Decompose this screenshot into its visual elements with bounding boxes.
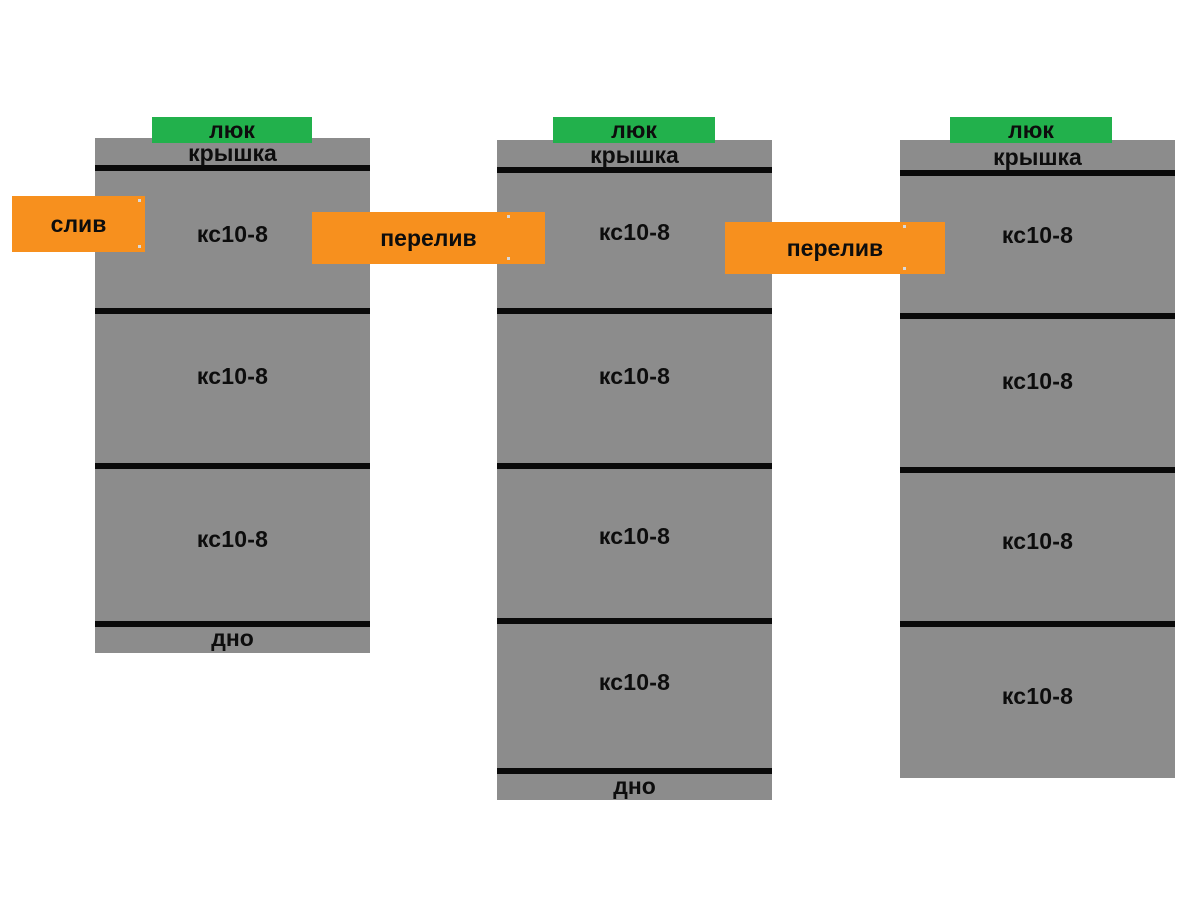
chamber-2-seam-3 xyxy=(497,618,772,624)
chamber-2-seam-bottom xyxy=(497,768,772,774)
chamber-3-body[interactable] xyxy=(900,140,1175,778)
handle-speck xyxy=(903,267,906,270)
chamber-3-seam-cover xyxy=(900,170,1175,176)
handle-speck xyxy=(138,245,141,248)
chamber-1-seam-bottom xyxy=(95,621,370,627)
chamber-3-ring-2-label: кс10-8 xyxy=(1001,368,1074,394)
chamber-1-seam-cover xyxy=(95,165,370,171)
chamber-2-seam-1 xyxy=(497,308,772,314)
overflow-2-label[interactable]: перелив xyxy=(725,222,945,274)
chamber-3-cover-label: крышка xyxy=(993,144,1082,170)
chamber-3-seam-2 xyxy=(900,467,1175,473)
handle-speck xyxy=(507,257,510,260)
chamber-2-ring-1-label: кс10-8 xyxy=(598,219,671,245)
chamber-2-bottom-label: дно xyxy=(613,773,656,799)
chamber-3-hatch-label[interactable]: люк xyxy=(950,117,1112,143)
chamber-1-bottom-label: дно xyxy=(211,625,254,651)
chamber-3-ring-3-label: кс10-8 xyxy=(1001,528,1074,554)
handle-speck xyxy=(507,215,510,218)
handle-speck xyxy=(903,225,906,228)
chamber-3-ring-1-label: кс10-8 xyxy=(1001,222,1074,248)
chamber-2-ring-4-label: кс10-8 xyxy=(598,669,671,695)
chamber-3-seam-1 xyxy=(900,313,1175,319)
chamber-1-cover-label: крышка xyxy=(188,140,277,166)
chamber-1-seam-2 xyxy=(95,463,370,469)
chamber-2-cover-label: крышка xyxy=(590,142,679,168)
chamber-1-ring-1-label: кс10-8 xyxy=(196,221,269,247)
chamber-1-seam-1 xyxy=(95,308,370,314)
inlet-drain-label[interactable]: слив xyxy=(12,196,145,252)
chamber-2-seam-cover xyxy=(497,167,772,173)
chamber-2-seam-2 xyxy=(497,463,772,469)
chamber-1-ring-3-label: кс10-8 xyxy=(196,526,269,552)
chamber-1-ring-2-label: кс10-8 xyxy=(196,363,269,389)
chamber-2-ring-3-label: кс10-8 xyxy=(598,523,671,549)
chamber-1-hatch-label[interactable]: люк xyxy=(152,117,312,143)
handle-speck xyxy=(138,199,141,202)
chamber-2-hatch-label[interactable]: люк xyxy=(553,117,715,143)
overflow-1-label[interactable]: перелив xyxy=(312,212,545,264)
chamber-3-ring-4-label: кс10-8 xyxy=(1001,683,1074,709)
chamber-2-ring-2-label: кс10-8 xyxy=(598,363,671,389)
chamber-3-seam-3 xyxy=(900,621,1175,627)
